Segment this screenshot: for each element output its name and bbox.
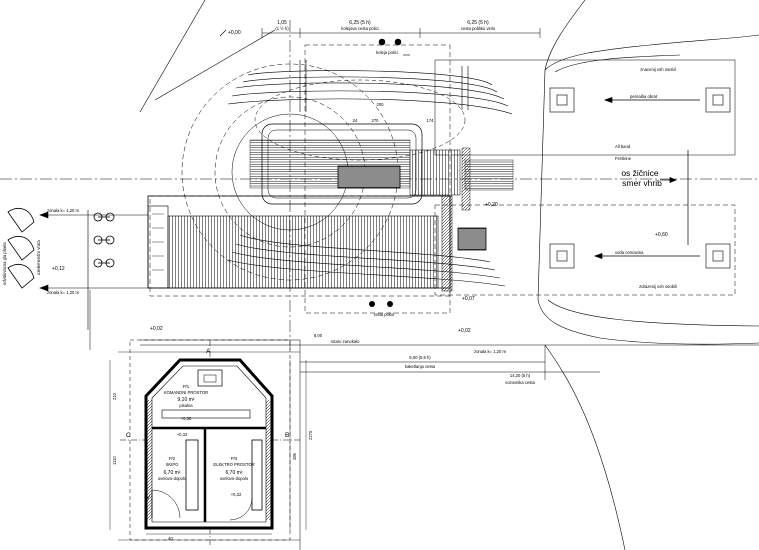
dim-200: 200	[377, 102, 385, 107]
elevation-r1: +0,20	[485, 202, 498, 208]
dim-side-2: 486	[292, 452, 297, 460]
building-plan	[118, 339, 300, 546]
right-arrows	[593, 97, 700, 259]
dim-under-3-sub: vozovnika cesta	[505, 380, 535, 385]
dim-270: 270	[372, 118, 380, 123]
left-entry-ramp	[39, 210, 148, 330]
elevation-left: +0,12	[52, 266, 65, 272]
left-top-text: zonala k= 1,20 m	[47, 208, 80, 213]
right-equipment-block	[409, 149, 461, 196]
dim-top-mid-sub: kolejova cesta polici	[341, 26, 378, 31]
room-p1-area: 9,10 m²	[178, 397, 195, 403]
dim-under-2-sub: kaketlanja cesta	[405, 364, 436, 369]
dim-under-3: 14,20 (5 h)	[510, 373, 531, 378]
dim-174: 174	[427, 118, 435, 123]
room-p3-name: ELEKTRO PROSTOR	[213, 462, 254, 467]
elevation-left-2: +0,02	[150, 326, 163, 332]
dim-under-2: 9,00 (5,5 h)	[409, 355, 431, 360]
dim-side-5: 40	[168, 536, 173, 541]
arrow-bottom-text: voda cernavina	[615, 250, 644, 255]
dim-side-4: 210	[112, 392, 117, 400]
dim-top-left: 1,05	[277, 20, 287, 26]
room-elev-3: +0,32	[231, 492, 242, 497]
room-elev-2: +0,32	[177, 432, 188, 437]
drive-unit-block	[337, 165, 401, 189]
dim-top-left-sub: (1 ½ h)	[275, 26, 289, 31]
centerline-label-2: smer vhrib	[622, 178, 662, 188]
section-marker-a: A	[206, 348, 211, 355]
room-p1-sub: pisalna	[179, 403, 193, 408]
right-steps	[464, 159, 514, 191]
koleja-label: koleja polici	[376, 50, 398, 55]
ferskine-label: Ferskine	[615, 156, 632, 161]
centerline-label-1: os žičnice	[621, 168, 659, 178]
elevation-top: +0,00	[228, 30, 241, 36]
room-p2-sub: ovelovo-dopolo	[158, 476, 187, 481]
zaznacka-top: znacenij voh osobil	[640, 67, 675, 72]
vrata-bottom-label: vrata pokol	[374, 312, 395, 317]
dim-under-1-sub: rotaru zanokalo	[331, 339, 361, 344]
top-dimension-chain	[261, 28, 541, 38]
main-platform	[147, 195, 451, 289]
elevation-bottom-right: +0,02	[458, 328, 471, 334]
left-vertical-1: odvalovacna gla ploela	[2, 242, 7, 285]
dim-top-right: 6,25 (5 h)	[467, 20, 489, 26]
right-wall-strip	[441, 195, 453, 292]
dim-top-mid: 6,25 (5 h)	[349, 20, 371, 26]
section-marker-v: V	[146, 494, 151, 501]
section-marker-c: C	[126, 432, 131, 439]
room-p2-code: P/2	[169, 456, 176, 461]
left-bot-text: zonala k= 1,20 m	[47, 290, 80, 295]
dim-under-1: 8,00	[314, 333, 323, 338]
zonala-mid: zonala k= 1,20 m	[474, 349, 507, 354]
lower-rail-tracks	[227, 234, 506, 287]
room-p1-elev: +0,30	[181, 416, 192, 421]
dim-24: 24	[353, 118, 358, 123]
elevation-marker	[219, 29, 227, 37]
room-p3-sub: ovelovo-dopolo	[220, 476, 249, 481]
terrain-boundary	[139, 0, 759, 550]
left-vertical-2: ozelemendro vrata	[36, 240, 41, 275]
room-p1-code: P/1	[183, 384, 190, 389]
room-p3-area: 6,70 m²	[226, 470, 243, 476]
elevation-r2: +0,60	[655, 232, 668, 238]
room-p2-area: 6,70 m²	[164, 470, 181, 476]
section-marker-b: B	[285, 432, 289, 439]
koleja-markers	[378, 38, 410, 56]
dim-side-3: 1110	[112, 456, 117, 465]
top-rail-tracks	[227, 60, 513, 115]
building-dimensions	[109, 360, 307, 535]
support-pillars	[549, 87, 731, 269]
all-band-label: All band	[615, 144, 631, 149]
dim-side-1: 2270	[308, 430, 313, 440]
room-p2-name: SKIPO	[166, 462, 180, 467]
elevation-bottom-mid: +0,07	[462, 296, 475, 302]
arrow-top-text: pernaiba obrat	[630, 94, 658, 99]
vrata-markers	[369, 301, 393, 307]
bike-rack	[7, 207, 115, 289]
room-p3-code: P/3	[231, 456, 238, 461]
dim-top-right-sub: cesta polibku vinlo	[461, 26, 496, 31]
right-dark-block	[457, 227, 487, 251]
room-p1-name: KOMANDNI PROSTOR	[164, 390, 208, 395]
zaznacka-bottom: zdrazenij voh osobili	[639, 284, 677, 289]
right-platform	[461, 147, 471, 211]
